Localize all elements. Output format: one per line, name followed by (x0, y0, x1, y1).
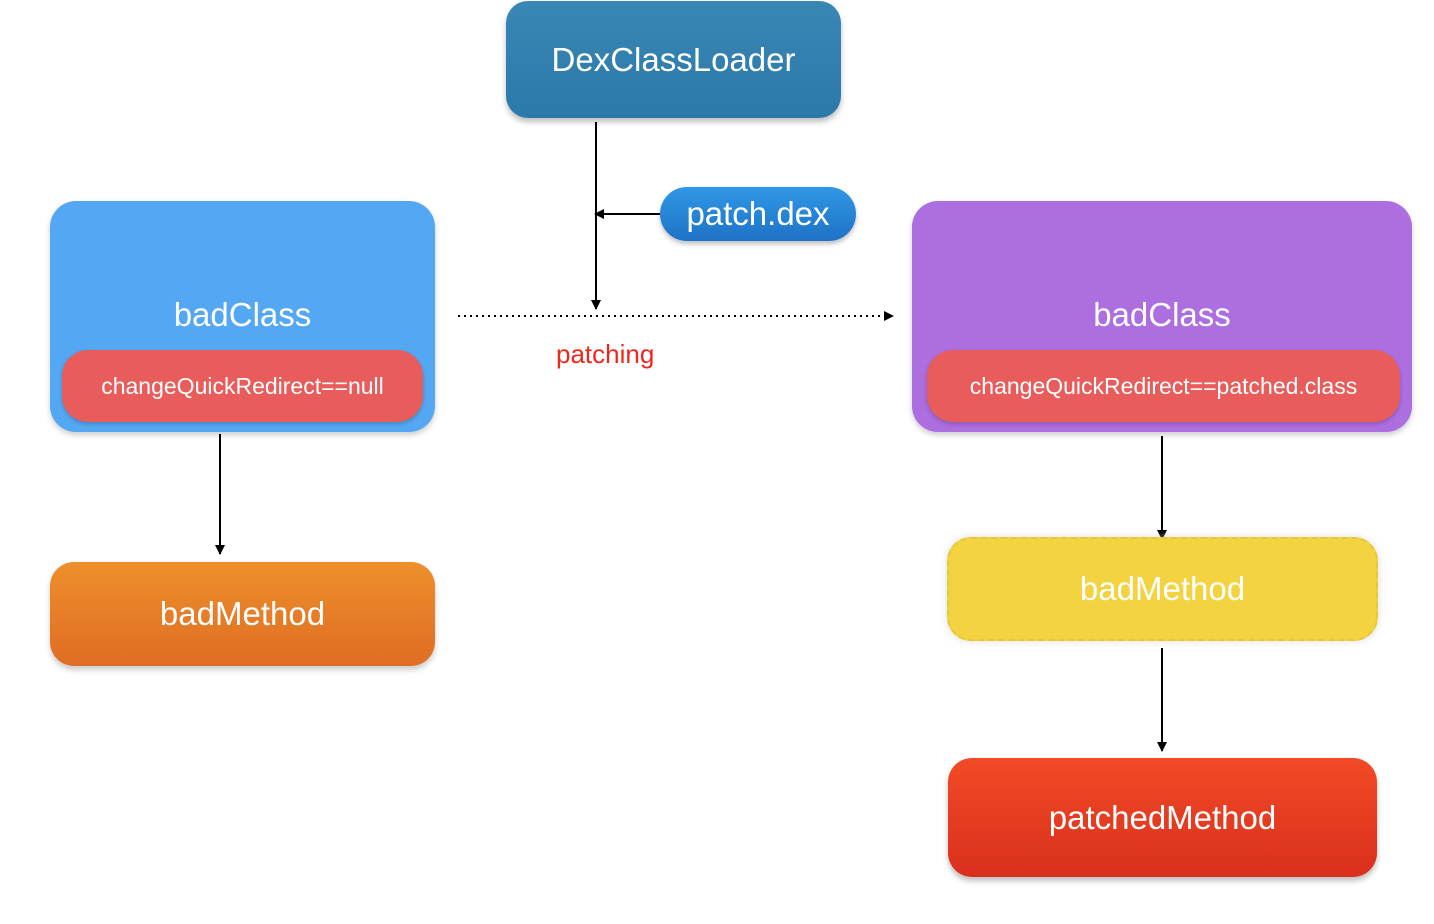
left-bad-class-title: badClass (173, 296, 312, 333)
patching-label: patching (556, 339, 655, 369)
dex-class-loader-label: DexClassLoader (551, 40, 796, 78)
left-bad-class-node: badClass changeQuickRedirect==null (50, 201, 435, 432)
patched-method-node: patchedMethod (948, 758, 1377, 877)
left-bad-method-node: badMethod (50, 562, 435, 666)
right-bad-method-label: badMethod (1079, 570, 1246, 607)
left-redirect-field: changeQuickRedirect==null (62, 350, 423, 422)
dex-class-loader-node: DexClassLoader (506, 1, 841, 118)
right-bad-method-node: badMethod (947, 537, 1378, 641)
right-redirect-field: changeQuickRedirect==patched.class (927, 350, 1400, 422)
right-bad-class-node: badClass changeQuickRedirect==patched.cl… (912, 201, 1412, 432)
patch-dex-node: patch.dex (660, 187, 856, 241)
left-bad-method-label: badMethod (159, 595, 326, 632)
right-bad-class-title: badClass (1093, 296, 1231, 333)
patch-dex-label: patch.dex (686, 195, 830, 232)
patched-method-label: patchedMethod (1048, 798, 1277, 836)
